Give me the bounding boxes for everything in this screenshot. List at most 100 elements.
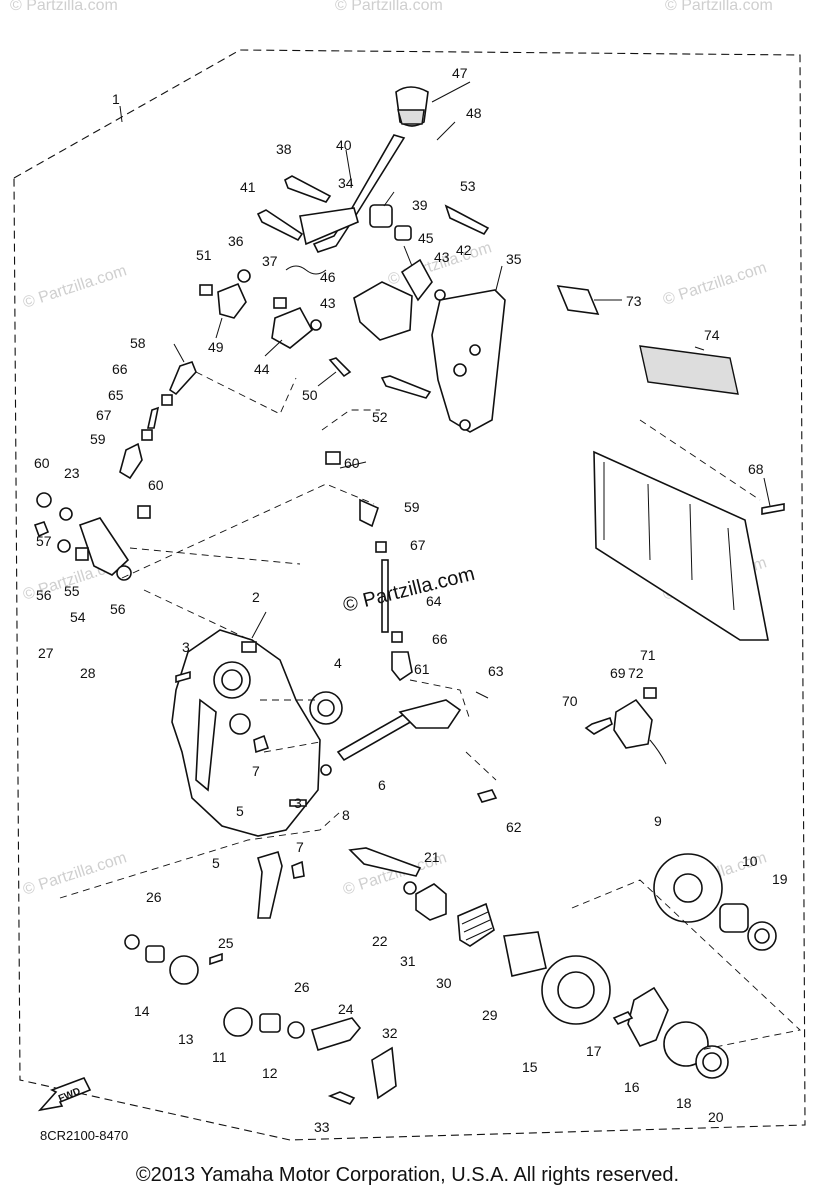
nut-66-right	[391, 631, 403, 643]
watermark-right-1: © Partzilla.com	[661, 259, 769, 308]
rod-end-59-top	[119, 442, 143, 480]
callout-8: 8	[342, 807, 350, 823]
callout-20: 20	[708, 1109, 724, 1125]
callout-64: 64	[426, 593, 442, 609]
gear-13	[169, 955, 199, 985]
callout-73: 73	[626, 293, 642, 309]
pin-25	[209, 952, 223, 966]
callout-72: 72	[628, 665, 644, 681]
bearing-10	[719, 903, 749, 933]
gear-11	[223, 1007, 253, 1037]
callout-49: 49	[208, 339, 224, 355]
rod-end-59-right	[359, 498, 379, 528]
callout-57: 57	[36, 533, 52, 549]
leader-lines	[119, 81, 771, 639]
callout-11: 11	[212, 1049, 227, 1065]
washer-43a	[310, 319, 322, 331]
washer-56-left	[57, 539, 71, 553]
callout-48: 48	[466, 105, 482, 121]
callout-34: 34	[338, 175, 354, 191]
nut-67-top	[141, 429, 153, 441]
shift-knob	[395, 86, 429, 127]
bracket-49	[217, 282, 247, 319]
collar-34	[369, 204, 393, 228]
bolt-41	[256, 209, 304, 242]
plate-44	[271, 306, 314, 349]
callout-65: 65	[108, 387, 124, 403]
fwd-arrow	[37, 1076, 92, 1112]
callout-62: 62	[506, 819, 522, 835]
rod-end-61	[391, 651, 413, 682]
decal-74	[639, 345, 739, 395]
callout-2: 2	[252, 589, 260, 605]
callout-29: 29	[482, 1007, 498, 1023]
callout-60: 60	[344, 455, 360, 471]
rod-65	[147, 406, 160, 429]
bolt-38	[284, 175, 332, 203]
nut-60-left	[36, 492, 52, 508]
callout-12: 12	[262, 1065, 278, 1081]
shaft-24	[311, 1017, 362, 1052]
dog-16	[627, 986, 669, 1047]
collar-29	[503, 931, 547, 977]
washer-26-left	[124, 934, 140, 950]
washer-56-right	[116, 565, 132, 581]
nut-60-mid	[137, 505, 151, 519]
callout-28: 28	[80, 665, 96, 681]
washer-26-right	[287, 1021, 305, 1039]
callout-69: 69	[610, 665, 626, 681]
callout-58: 58	[130, 335, 146, 351]
callout-7: 7	[252, 763, 260, 779]
callout-33: 33	[314, 1119, 330, 1135]
callout-1: 1	[112, 91, 120, 107]
shift-lever-arm	[299, 207, 359, 246]
nut-37	[273, 297, 287, 309]
washer-23	[59, 507, 73, 521]
spring-46	[285, 265, 327, 275]
callout-7: 7	[296, 839, 304, 855]
callout-9: 9	[654, 813, 662, 829]
bolt-70	[584, 716, 613, 735]
washer-8	[320, 764, 332, 776]
callout-5: 5	[212, 855, 220, 871]
watermark-top-right: © Partzilla.com	[665, 0, 773, 14]
decal-73	[556, 285, 600, 315]
callout-13: 13	[178, 1031, 194, 1047]
callout-66: 66	[112, 361, 128, 377]
callout-17: 17	[586, 1043, 602, 1059]
callout-51: 51	[196, 247, 212, 263]
callout-23: 23	[64, 465, 80, 481]
callout-44: 44	[254, 361, 270, 377]
watermark-center: © Partzilla.com	[341, 563, 477, 617]
assembly-boundary	[13, 49, 806, 1141]
callout-3: 3	[294, 795, 302, 811]
callout-24: 24	[338, 1001, 354, 1017]
collar-39	[394, 225, 412, 241]
bolt-53	[444, 204, 490, 236]
cam-45	[400, 258, 433, 302]
callout-70: 70	[562, 693, 578, 709]
callout-27: 27	[38, 645, 54, 661]
callout-52: 52	[372, 409, 388, 425]
callout-41: 41	[240, 179, 256, 195]
pin-17	[612, 1011, 634, 1025]
copyright-notice: ©2013 Yamaha Motor Corporation, U.S.A. A…	[135, 1164, 680, 1186]
callout-59: 59	[90, 431, 106, 447]
callout-19: 19	[772, 871, 788, 887]
callout-10: 10	[742, 853, 758, 869]
nut-66-top	[161, 394, 173, 406]
callout-35: 35	[506, 251, 522, 267]
bolt-50	[328, 357, 352, 378]
callout-25: 25	[218, 935, 234, 951]
bolt-21	[348, 847, 422, 877]
bolt-57	[33, 521, 50, 538]
watermark-top-left: © Partzilla.com	[10, 0, 118, 14]
callout-53: 53	[460, 178, 476, 194]
callout-55: 55	[64, 583, 80, 599]
callout-60: 60	[34, 455, 50, 471]
callout-54: 54	[70, 609, 86, 625]
bolt-33	[327, 1091, 356, 1105]
callout-67: 67	[96, 407, 112, 423]
pin-7-bottom	[291, 860, 305, 879]
